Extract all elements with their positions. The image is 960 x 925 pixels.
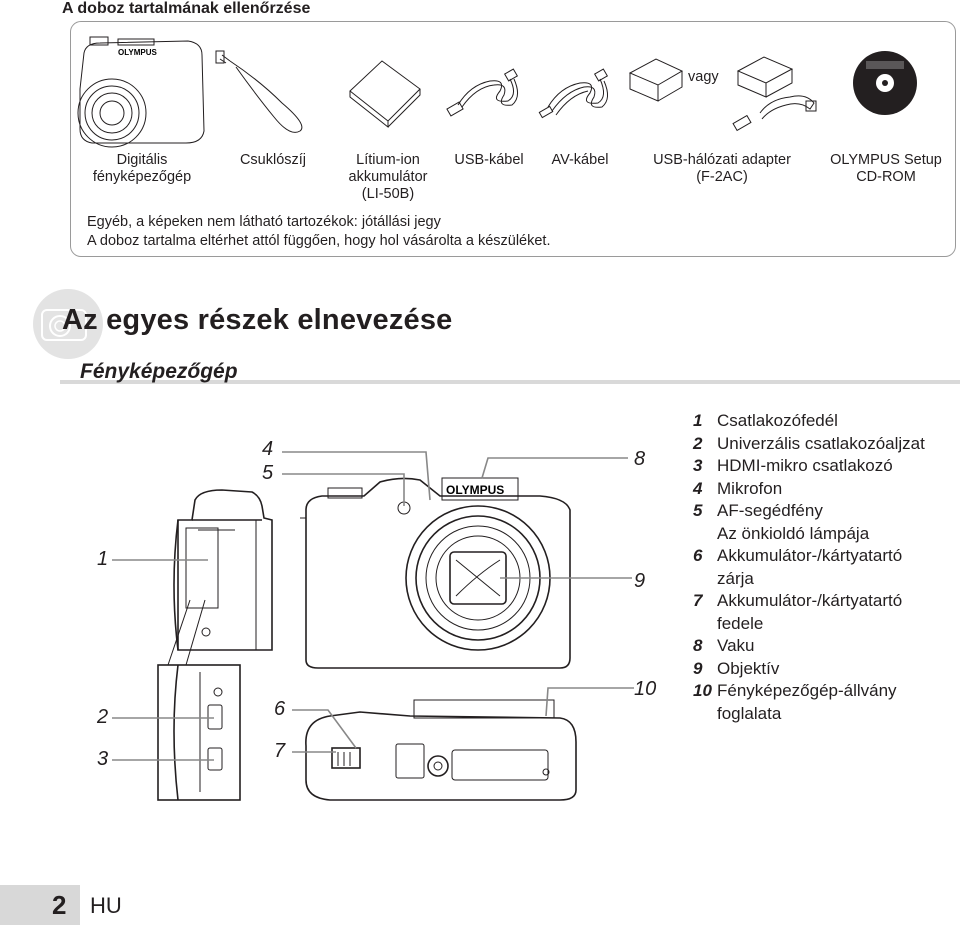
usb-cable-icon xyxy=(446,68,519,117)
callout-8: 8 xyxy=(634,448,646,470)
callout-10: 10 xyxy=(634,678,657,700)
camera-badge-icon xyxy=(33,289,103,359)
usb-ac-adapter-cord-icon xyxy=(732,56,817,132)
usb-ac-adapter-small-icon xyxy=(628,58,684,102)
contents-note-variation: A doboz tartalma eltérhet attól függően,… xyxy=(87,233,551,249)
contents-box xyxy=(70,21,956,257)
contents-note-accessories: Egyéb, a képeken nem látható tartozékok:… xyxy=(87,214,441,230)
svg-text:OLYMPUS: OLYMPUS xyxy=(118,48,157,57)
subtitle-rule xyxy=(60,380,960,384)
callout-7: 7 xyxy=(274,740,286,762)
camera-accessory-icon: OLYMPUS xyxy=(77,36,205,148)
callout-5: 5 xyxy=(262,462,274,484)
callout-4: 4 xyxy=(262,438,274,460)
accessory-label-strap: Csuklószíj xyxy=(239,152,307,168)
accessory-label-cd-rom: OLYMPUS Setup CD-ROM xyxy=(830,152,942,185)
page-language: HU xyxy=(90,893,122,918)
camera-front-view-icon: OLYMPUS xyxy=(300,477,571,669)
wrist-strap-icon xyxy=(215,50,303,133)
page-number: 2 xyxy=(52,890,67,920)
section-title: Az egyes részek elnevezése xyxy=(62,304,453,336)
or-label: vagy xyxy=(688,69,719,85)
part-item: Az önkioldó lámpája xyxy=(717,523,870,543)
accessory-label-av-cable: AV-kábel xyxy=(551,152,609,168)
camera-parts-diagram: OLYMPUS xyxy=(112,451,634,801)
section-subtitle: Fényképezőgép xyxy=(80,360,238,383)
camera-side-view-icon xyxy=(173,489,273,651)
callout-leader-lines xyxy=(112,451,634,761)
battery-icon xyxy=(349,60,421,129)
accessories-illustration: OLYMPUS xyxy=(77,36,917,148)
callout-1: 1 xyxy=(97,548,109,570)
av-cable-icon xyxy=(538,68,609,119)
accessory-label-battery: Lítium-ion akkumulátor (LI-50B) xyxy=(348,152,428,202)
page-tab xyxy=(0,885,80,925)
brand-logo-text: OLYMPUS xyxy=(446,483,504,497)
camera-bottom-view-icon xyxy=(305,699,577,801)
contents-title: A doboz tartalmának ellenőrzése xyxy=(62,0,311,17)
connector-detail-view-icon xyxy=(157,664,241,801)
callout-3: 3 xyxy=(97,748,109,770)
accessory-label-adapter: USB-hálózati adapter (F-2AC) xyxy=(653,152,791,185)
accessory-label-usb-cable: USB-kábel xyxy=(454,152,524,168)
callout-6: 6 xyxy=(274,698,286,720)
callout-2: 2 xyxy=(97,706,109,728)
callout-9: 9 xyxy=(634,570,646,592)
accessory-label-camera: Digitális fényképezőgép xyxy=(92,152,192,185)
cd-rom-icon xyxy=(853,51,917,115)
